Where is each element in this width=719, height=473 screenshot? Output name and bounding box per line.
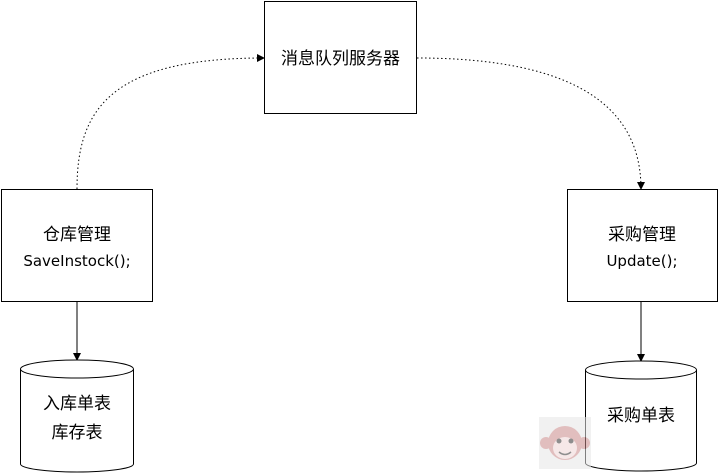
purchase-node: 采购管理 Update(); bbox=[567, 189, 718, 302]
purchase-db-line-1: 采购单表 bbox=[607, 406, 675, 426]
monkey-face-icon bbox=[539, 417, 591, 469]
warehouse-db-line-2: 库存表 bbox=[52, 423, 103, 443]
warehouse-title: 仓库管理 bbox=[43, 225, 111, 245]
edge-warehouse-to-mq bbox=[76, 54, 265, 190]
purchase-call: Update(); bbox=[606, 252, 677, 270]
warehouse-db-line-1: 入库单表 bbox=[43, 394, 111, 414]
purchase-title: 采购管理 bbox=[608, 225, 676, 245]
warehouse-call: SaveInstock(); bbox=[23, 252, 130, 270]
purchase-database: 采购单表 bbox=[585, 360, 697, 472]
mq-server-title: 消息队列服务器 bbox=[281, 49, 400, 69]
mq-server-node: 消息队列服务器 bbox=[264, 1, 417, 114]
warehouse-node: 仓库管理 SaveInstock(); bbox=[1, 189, 153, 302]
warehouse-database: 入库单表 库存表 bbox=[20, 359, 134, 473]
edge-mq-to-purchase bbox=[416, 57, 645, 190]
